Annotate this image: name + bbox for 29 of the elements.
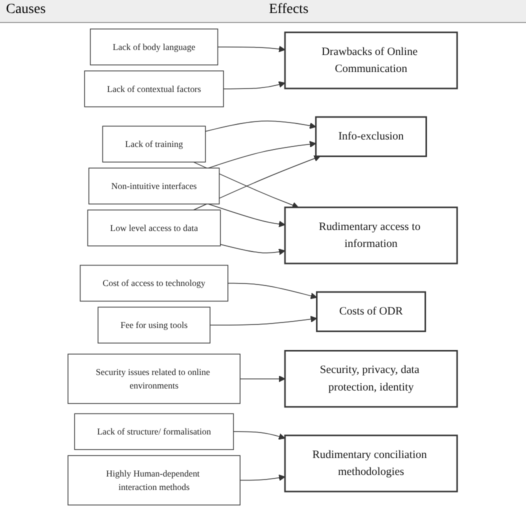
arrow bbox=[208, 140, 317, 168]
node-box: Rudimentary conciliation methodologies bbox=[284, 434, 458, 492]
node-box: Security, privacy, data protection, identity bbox=[284, 350, 458, 408]
arrow bbox=[228, 282, 318, 300]
node-box: Lack of body language bbox=[90, 28, 219, 66]
arrow bbox=[206, 120, 317, 132]
node-box: Costs of ODR bbox=[316, 291, 426, 332]
node-box: Lack of structure/ formalisation bbox=[74, 413, 234, 450]
node-box: Low level access to data bbox=[88, 210, 222, 246]
arrow bbox=[224, 81, 286, 90]
node-box: Security issues related to online environments bbox=[68, 354, 241, 404]
arrow bbox=[220, 244, 286, 256]
node-box: Fee for using tools bbox=[98, 306, 211, 344]
column-header: Causes bbox=[5, 1, 47, 19]
node-box: Non-intuitive interfaces bbox=[88, 168, 220, 204]
column-header: Effects bbox=[268, 1, 310, 19]
node-box: Info-exclusion bbox=[316, 116, 428, 158]
node-box: Rudimentary access to information bbox=[284, 206, 458, 264]
node-box: Lack of contextual factors bbox=[84, 70, 224, 108]
arrow bbox=[210, 316, 318, 326]
arrow bbox=[234, 431, 286, 440]
node-box: Cost of access to technology bbox=[80, 264, 229, 302]
node-box: Highly Human-dependent interaction methods bbox=[68, 455, 241, 506]
arrow bbox=[240, 376, 286, 382]
node-box: Lack of training bbox=[102, 126, 206, 162]
arrow bbox=[240, 474, 286, 481]
arrow bbox=[208, 204, 286, 228]
arrow bbox=[218, 46, 286, 52]
node-box: Drawbacks of Online Communication bbox=[284, 32, 458, 90]
